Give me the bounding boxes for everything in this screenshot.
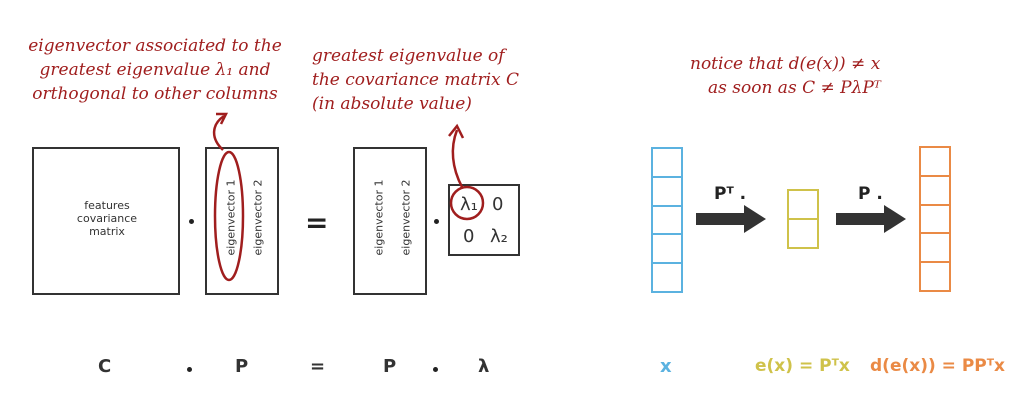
bottom-label-p-right: P [383, 356, 397, 377]
x-label: x [660, 356, 672, 377]
eigenvector-annotation-line-1: eigenvector associated to the [28, 36, 282, 56]
bottom-label-p-left: P [235, 356, 249, 377]
dex-vector-frame [919, 146, 951, 292]
lambda-entry-2-1: 0 [463, 226, 475, 247]
lambda-entry-2-2: λ₂ [490, 226, 508, 247]
lambda-matrix-box: λ₁ 0 0 λ₂ [448, 184, 520, 256]
bottom-label-c: C [98, 356, 112, 377]
eigenvector-highlight-ellipse [213, 150, 245, 282]
eigenvector-annotation: eigenvector associated to the greatest e… [20, 34, 290, 106]
notice-annotation: notice that d(e(x)) ≠ x as soon as C ≠ P… [690, 52, 940, 100]
p-matrix-right-box: eigenvector 1 eigenvector 2 [353, 147, 427, 295]
bottom-label-lambda: λ [478, 356, 490, 377]
notice-annotation-line-2: as soon as C ≠ PλPᵀ [708, 78, 881, 98]
eigenvector-annotation-line-3: orthogonal to other columns [32, 84, 278, 104]
covariance-matrix-label: features covariance matrix [76, 199, 138, 238]
covariance-matrix-box: features covariance matrix [32, 147, 180, 295]
notice-annotation-line-1: notice that d(e(x)) ≠ x [690, 54, 881, 74]
lambda-entry-1-2: 0 [492, 194, 504, 215]
eigenvector-arrowhead [216, 112, 229, 125]
decode-arrow [836, 205, 906, 233]
ex-vector [787, 189, 819, 249]
x-vector [651, 147, 683, 293]
x-vector-frame [651, 147, 683, 293]
eigenvalue-annotation-arrow [451, 129, 464, 188]
decode-arrow-shaft [836, 213, 886, 225]
encode-arrow-shaft [696, 213, 746, 225]
lambda-entry-1-1: λ₁ [460, 194, 478, 215]
eigenvector-annotation-line-2: greatest eigenvalue λ₁ and [39, 60, 271, 80]
equals-sign: = [305, 206, 329, 239]
dex-label: d(e(x)) = PPᵀx [870, 356, 1006, 376]
multiply-dot-1 [189, 219, 194, 224]
bottom-dot-1 [187, 367, 192, 372]
lambda1-highlight-circle [449, 185, 485, 221]
ex-label: e(x) = Pᵀx [755, 356, 850, 376]
decode-label: P . [858, 184, 883, 204]
eigenvalue-annotation-line-1: greatest eigenvalue of [312, 46, 505, 66]
multiply-dot-2 [434, 219, 439, 224]
eigenvalue-arrowhead [448, 123, 465, 139]
eigenvalue-annotation: greatest eigenvalue of the covariance ma… [312, 44, 542, 116]
encode-arrow [696, 205, 766, 233]
decode-arrow-head [884, 205, 906, 233]
bottom-equals: = [310, 356, 326, 377]
eigenvector-annotation-arrow [212, 114, 225, 151]
eigenvalue-annotation-line-3: (in absolute value) [312, 94, 472, 114]
encode-arrow-head [744, 205, 766, 233]
encode-label: Pᵀ . [714, 184, 747, 204]
dex-vector [919, 146, 951, 292]
bottom-dot-2 [433, 367, 438, 372]
eigenvalue-annotation-line-2: the covariance matrix C [312, 70, 520, 90]
